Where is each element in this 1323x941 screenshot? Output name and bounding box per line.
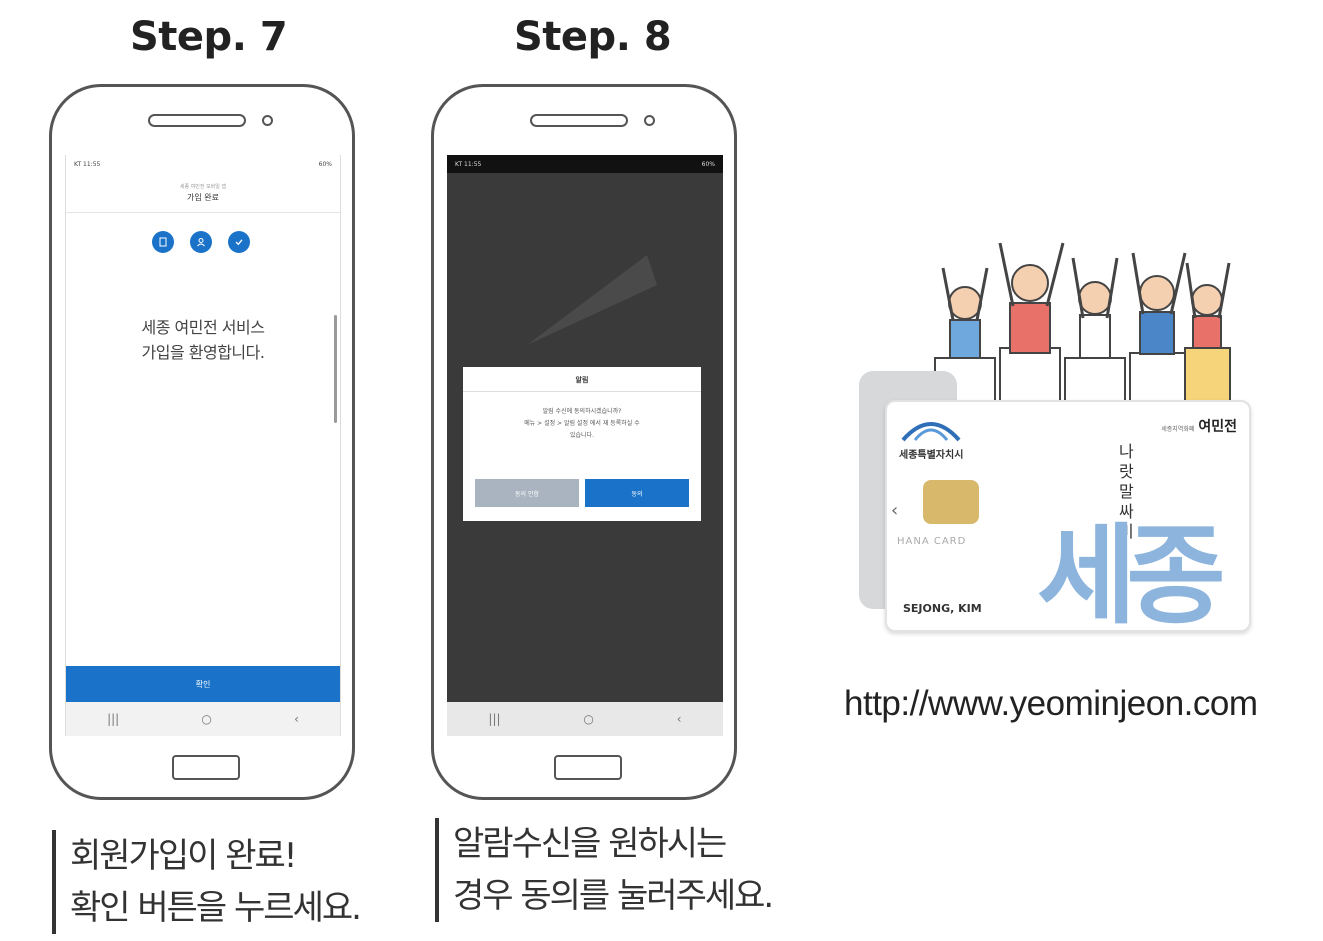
- dialog-body: 알림 수신에 동의하시겠습니까? 메뉴 > 설정 > 알림 설정 에서 재 등록…: [463, 406, 701, 442]
- hardware-home-button[interactable]: [554, 755, 622, 780]
- status-carrier-time: KT 11:55: [455, 160, 482, 168]
- camera-icon: [644, 115, 655, 126]
- step-8-caption: 알람수신을 원하시는 경우 동의를 눌러주세요.: [435, 818, 774, 922]
- android-nav-bar: ||| ○ ‹: [447, 702, 723, 736]
- agree-button[interactable]: 동의: [585, 479, 689, 507]
- recent-apps-icon[interactable]: |||: [488, 712, 501, 726]
- status-battery: 60%: [701, 160, 715, 168]
- card-city-label: 세종특별자치시: [899, 450, 964, 461]
- welcome-line-1: 세종 여민전 서비스: [141, 318, 265, 337]
- check-step-icon: [228, 231, 250, 253]
- speaker-grille: [148, 114, 246, 127]
- card-chip-icon: [923, 480, 979, 524]
- step-8-title: Step. 8: [514, 14, 672, 60]
- phone-screen-step-7: KT 11:55 60% 세종 여민전 모바일 앱 가입 완료 세종 여민전 서…: [65, 155, 341, 736]
- app-header-title: 가입 완료: [187, 193, 219, 202]
- step-7-title: Step. 7: [130, 14, 288, 60]
- dialog-line-1: 알림 수신에 동의하시겠습니까?: [542, 408, 622, 415]
- dialog-divider: [463, 391, 701, 392]
- caption-line-2: 확인 버튼을 누르세요.: [70, 888, 362, 928]
- card-brand-name: 여민전: [1198, 419, 1237, 435]
- camera-icon: [262, 115, 273, 126]
- app-header: 세종 여민전 모바일 앱 가입 완료: [66, 173, 340, 213]
- app-header-subtitle: 세종 여민전 모바일 앱: [179, 184, 227, 190]
- card-brand-small: 세종지역화폐: [1161, 426, 1195, 433]
- card-big-text: 세종: [1037, 514, 1226, 632]
- scrollbar[interactable]: [334, 315, 337, 423]
- dialog-title: 알림: [575, 376, 589, 384]
- step-7-caption: 회원가입이 완료! 확인 버튼을 누르세요.: [52, 830, 362, 934]
- card-vertical-text: 나랏말싸미: [1119, 442, 1134, 541]
- welcome-message: 세종 여민전 서비스 가입을 환영합니다.: [66, 315, 340, 365]
- progress-steps: [152, 231, 250, 253]
- phone-frame-step-8: KT 11:55 60% 알림 알림 수신에 동의하시겠습니까? 메뉴 > 설정…: [431, 84, 737, 800]
- sejong-logo-icon: [901, 422, 961, 442]
- card-issuer: HANA CARD: [897, 536, 967, 547]
- recent-apps-icon[interactable]: |||: [107, 712, 120, 726]
- status-battery: 60%: [318, 160, 332, 168]
- background-decoration: [527, 255, 657, 345]
- caption-line-1: 알람수신을 원하시는: [453, 824, 727, 864]
- phone-frame-step-7: KT 11:55 60% 세종 여민전 모바일 앱 가입 완료 세종 여민전 서…: [49, 84, 355, 800]
- deny-button[interactable]: 동의 안함: [475, 479, 579, 507]
- dialog-buttons: 동의 안함 동의: [475, 479, 689, 507]
- cheering-people-illustration: [934, 242, 1231, 408]
- home-icon[interactable]: ○: [201, 712, 212, 726]
- android-nav-bar: ||| ○ ‹: [66, 702, 340, 736]
- status-bar: KT 11:55 60%: [447, 155, 723, 173]
- caption-line-1: 회원가입이 완료!: [70, 836, 297, 876]
- user-step-icon: [190, 231, 212, 253]
- dialog-line-3: 있습니다.: [570, 432, 594, 439]
- phone-screen-step-8: KT 11:55 60% 알림 알림 수신에 동의하시겠습니까? 메뉴 > 설정…: [447, 155, 723, 736]
- caption-line-2: 경우 동의를 눌러주세요.: [453, 876, 774, 916]
- back-icon[interactable]: ‹: [294, 712, 299, 726]
- status-carrier-time: KT 11:55: [74, 160, 101, 168]
- back-icon[interactable]: ‹: [676, 712, 682, 726]
- document-step-icon: [152, 231, 174, 253]
- notification-dialog: 알림 알림 수신에 동의하시겠습니까? 메뉴 > 설정 > 알림 설정 에서 재…: [463, 367, 701, 521]
- hardware-home-button[interactable]: [172, 755, 240, 780]
- chevron-left-icon: ‹: [891, 500, 899, 521]
- website-url[interactable]: http://www.yeominjeon.com: [844, 684, 1258, 723]
- dialog-line-2: 메뉴 > 설정 > 알림 설정 에서 재 등록하실 수: [524, 420, 640, 427]
- confirm-button[interactable]: 확인: [66, 666, 340, 702]
- speaker-grille: [530, 114, 628, 127]
- card-holder-name: SEJONG, KIM: [903, 602, 982, 615]
- welcome-line-2: 가입을 환영합니다.: [141, 343, 265, 362]
- home-icon[interactable]: ○: [583, 712, 594, 726]
- status-bar: KT 11:55 60%: [66, 155, 340, 173]
